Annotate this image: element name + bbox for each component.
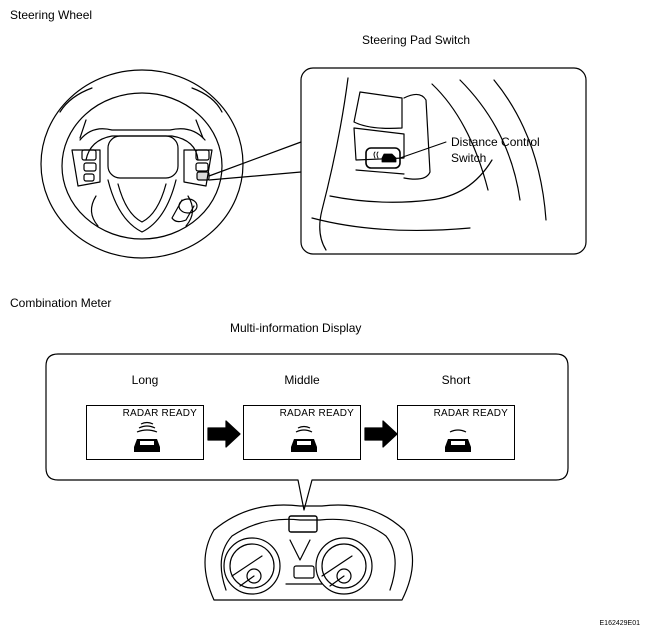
mode-label-long: Long (131, 373, 159, 387)
figure-id: E162429E01 (599, 620, 640, 627)
mode-label-middle: Middle (284, 373, 320, 387)
distance-control-label-line1: Distance Control (451, 135, 540, 149)
car-radar-icon (134, 421, 160, 452)
car-radar-icon (445, 429, 471, 452)
arrow-icon-2 (364, 420, 398, 448)
steering-pad-switch-title: Steering Pad Switch (362, 33, 471, 47)
mode-label-short: Short (441, 373, 471, 387)
car-radar-icon (291, 425, 317, 452)
radar-ready-text: RADAR READY (433, 408, 508, 419)
combination-meter-illustration (204, 504, 414, 601)
radar-ready-text: RADAR READY (279, 408, 354, 419)
steering-pad-callout (300, 67, 587, 255)
radar-ready-text: RADAR READY (122, 408, 197, 419)
distance-control-label-line2: Switch (451, 151, 487, 165)
display-callout (45, 353, 569, 511)
display-screen-short: RADAR READY (397, 405, 515, 460)
display-screen-long: RADAR READY (86, 405, 204, 460)
steering-wheel-illustration (40, 69, 244, 259)
steering-wheel-title: Steering Wheel (10, 8, 93, 22)
arrow-icon-1 (207, 420, 241, 448)
combination-meter-title: Combination Meter (10, 296, 112, 310)
multi-information-display-title: Multi-information Display (230, 321, 362, 335)
display-screen-middle: RADAR READY (243, 405, 361, 460)
